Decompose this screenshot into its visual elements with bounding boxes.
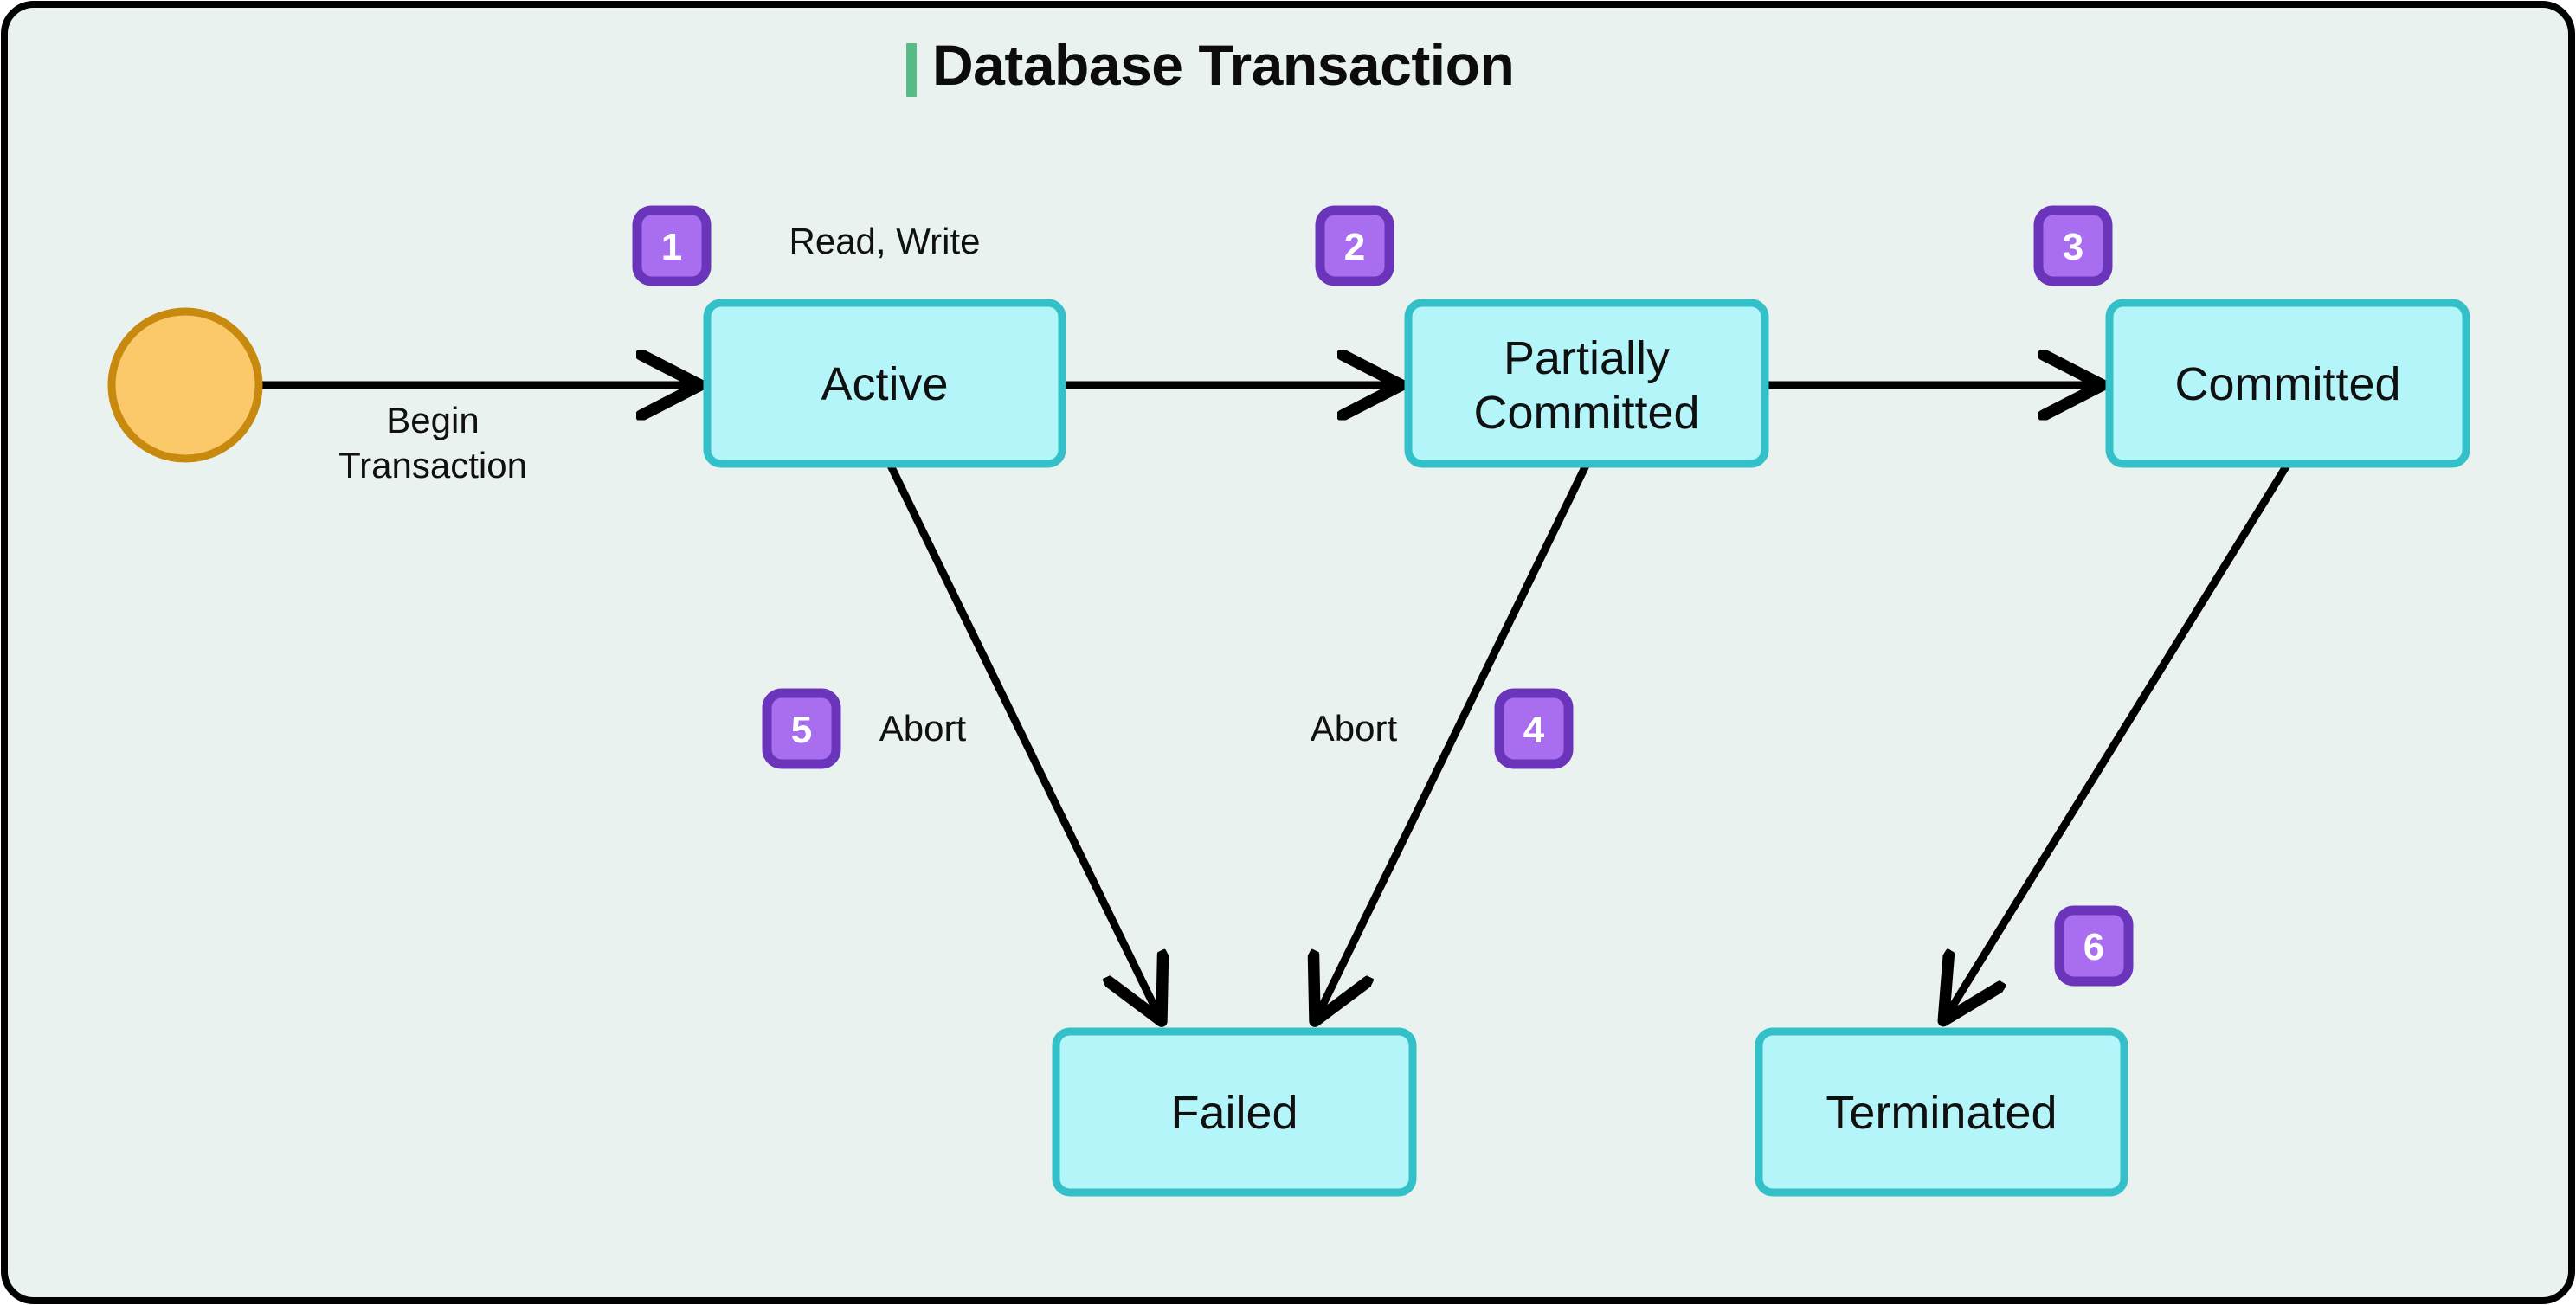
step-badge-6[interactable]: 6: [2054, 905, 2134, 987]
step-badge-3-box: [2033, 205, 2113, 286]
state-node-failed-label: Failed: [1170, 1087, 1298, 1139]
state-node-failed[interactable]: Failed: [1052, 1027, 1417, 1197]
state-node-committed[interactable]: Committed: [2105, 299, 2470, 468]
edges-layer: [262, 385, 2291, 1014]
state-node-active[interactable]: Active: [703, 299, 1066, 468]
state-node-active-label: Active: [821, 358, 948, 410]
state-node-terminated[interactable]: Terminated: [1755, 1027, 2128, 1197]
step-badge-1[interactable]: 1: [632, 205, 712, 286]
state-node-committed-label: Committed: [2174, 358, 2400, 410]
state-node-partially-committed[interactable]: Partially Committed: [1404, 299, 1769, 468]
step-badge-2[interactable]: 2: [1315, 205, 1394, 286]
step-badge-5[interactable]: 5: [762, 688, 841, 769]
edge-label-begin-transaction-line2: Transaction: [338, 445, 527, 485]
edge-labels-layer: Begin Transaction Read, Write Abort Abor…: [338, 221, 1397, 749]
state-node-partially-committed-box: [1404, 299, 1769, 468]
edge-active-to-failed: [886, 462, 1158, 1014]
step-badge-1-box: [632, 205, 712, 286]
start-state-node[interactable]: [107, 307, 263, 463]
page-title: Database Transaction: [932, 33, 1514, 97]
step-badge-5-box: [762, 688, 841, 769]
edge-committed-to-terminated: [1948, 461, 2291, 1014]
state-node-terminated-label: Terminated: [1826, 1087, 2057, 1139]
step-badge-3-number: 3: [2063, 226, 2083, 268]
state-node-active-box: [703, 299, 1066, 468]
edge-label-begin-transaction-line1: Begin: [386, 400, 479, 440]
step-badge-6-number: 6: [2083, 926, 2104, 968]
step-badge-4-box: [1494, 688, 1574, 769]
step-badge-1-number: 1: [661, 226, 682, 268]
state-node-committed-box: [2105, 299, 2470, 468]
state-node-partially-committed-label-line1: Partially: [1504, 332, 1670, 384]
edge-label-abort-from-partially-committed: Abort: [1311, 708, 1398, 749]
state-node-partially-committed-label-line2: Committed: [1473, 387, 1699, 439]
step-badge-3[interactable]: 3: [2033, 205, 2113, 286]
step-badge-5-number: 5: [791, 709, 812, 751]
step-badge-4[interactable]: 4: [1494, 688, 1574, 769]
edge-label-abort-from-active: Abort: [879, 708, 967, 749]
step-badge-2-box: [1315, 205, 1394, 286]
title-accent-bar: [906, 43, 917, 97]
edge-partially-committed-to-failed: [1318, 462, 1591, 1014]
step-badge-4-number: 4: [1523, 709, 1545, 751]
step-badge-6-box: [2054, 905, 2134, 987]
state-node-failed-box: [1052, 1027, 1417, 1197]
edge-label-read-write: Read, Write: [789, 221, 981, 261]
state-node-terminated-box: [1755, 1027, 2128, 1197]
step-badges-layer: 1 2 3 4 5 6: [632, 205, 2134, 987]
step-badge-2-number: 2: [1344, 226, 1365, 268]
